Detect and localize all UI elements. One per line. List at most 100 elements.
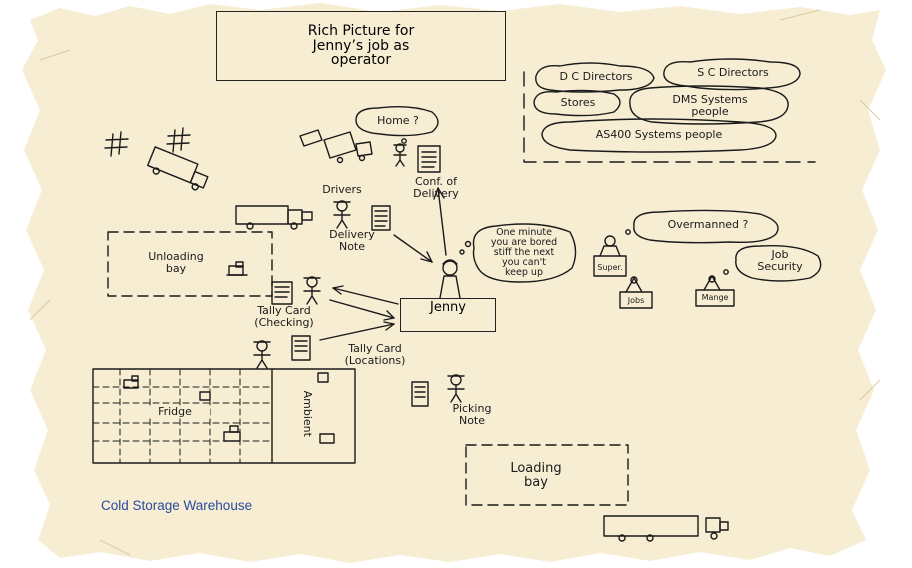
- mange-figure: [695, 275, 735, 307]
- jenny-figure: [439, 259, 461, 299]
- job-security-cloud: [735, 245, 822, 282]
- super-thought-dot: [625, 229, 631, 235]
- job-security-label: Job Security: [740, 249, 820, 272]
- dc-directors-cloud: [535, 62, 655, 93]
- ambient-label: Ambient: [300, 390, 314, 437]
- unloading-pallet-icon: [226, 261, 248, 276]
- arrow-delivery-note-to-jenny: [393, 234, 433, 263]
- unloading-bay-boundary: [107, 231, 273, 297]
- arrow-tally-check-to-jenny: [329, 299, 395, 319]
- dms-line-2: people: [691, 104, 729, 118]
- jenny-thought-cloud: [472, 223, 577, 283]
- paper-background: [22, 3, 886, 563]
- tally-loc-line-1: Tally Card: [348, 342, 402, 355]
- tally-check-line-2: (Checking): [254, 315, 314, 329]
- as400-label: AS400 Systems people: [595, 128, 723, 141]
- stores-cloud: [533, 89, 621, 117]
- jobs-figure: [619, 276, 653, 309]
- caption: Cold Storage Warehouse: [101, 498, 253, 513]
- jenny-box: [400, 298, 496, 332]
- fridge-rack-grid: [92, 368, 273, 464]
- jobs-label: Jobs: [627, 296, 645, 305]
- home-label: Home ?: [377, 114, 419, 127]
- small-truck: [299, 129, 373, 164]
- checker-figure: [303, 276, 321, 305]
- thought-bubble-dot: [401, 138, 407, 144]
- loading-bay-boundary: [465, 444, 629, 506]
- diagram-title: Rich Picture for Jenny’s job as operator: [216, 11, 506, 81]
- job-line-1: Job: [771, 248, 789, 261]
- delivery-note-label: Delivery Note: [312, 229, 392, 252]
- conf-delivery-document: [417, 145, 441, 173]
- overmanned-cloud: [633, 209, 779, 244]
- delivery-truck-diagonal: [147, 146, 209, 191]
- fridge-pallet-1: [123, 375, 139, 389]
- hash-mark-2: [166, 127, 191, 153]
- mange-label: Mange: [701, 293, 729, 302]
- fridge-label: Fridge: [140, 406, 210, 418]
- tally-loc-line-2: (Locations): [344, 353, 406, 367]
- picking-line-1: Picking: [452, 402, 492, 415]
- delivery-line-2: Note: [338, 239, 366, 253]
- paper-texture: [29, 9, 881, 556]
- arrow-jenny-to-tally-check: [332, 287, 399, 305]
- title-line-1: Rich Picture for: [307, 22, 415, 39]
- jenny-label: Jenny: [429, 300, 466, 315]
- picker-figure: [447, 374, 465, 403]
- stakeholder-boundary: [523, 71, 816, 163]
- arrow-tally-loc-to-jenny: [319, 323, 395, 341]
- thought-line-5: keep up: [505, 266, 543, 278]
- driver-figure-home: [393, 143, 407, 167]
- picking-line-2: Note: [458, 413, 486, 427]
- loading-line-1: Loading: [510, 461, 562, 476]
- job-line-2: Security: [757, 259, 803, 273]
- fridge-pallet-2: [199, 391, 211, 401]
- dms-systems-label: DMS Systems people: [636, 94, 784, 117]
- dc-directors-label: D C Directors: [559, 70, 633, 83]
- stores-label: Stores: [560, 96, 596, 109]
- tally-check-label: Tally Card (Checking): [244, 305, 324, 328]
- drivers-truck: [235, 205, 313, 230]
- tally-check-document: [271, 281, 293, 305]
- jenny-thought-text: One minute you are bored stiff the next …: [476, 228, 572, 278]
- locations-figure: [253, 340, 271, 369]
- tally-loc-document: [291, 335, 311, 361]
- thought-line-2: you are bored: [490, 236, 558, 248]
- as400-cloud: [541, 118, 777, 153]
- sc-directors-label: S C Directors: [697, 66, 769, 79]
- thought-line-3: stiff the next: [493, 246, 555, 258]
- super-label: Super.: [597, 263, 623, 272]
- drivers-label: Drivers: [322, 183, 362, 196]
- home-thought-cloud: [355, 105, 439, 137]
- ambient-pallet-2: [319, 433, 335, 444]
- picking-note-label: Picking Note: [432, 403, 512, 426]
- title-line-2: Jenny’s job as: [312, 37, 410, 54]
- thought-line-1: One minute: [496, 227, 552, 238]
- conf-line-1: Conf. of: [414, 175, 458, 188]
- hash-mark-1: [104, 131, 129, 157]
- loading-line-2: bay: [524, 474, 548, 490]
- loading-truck: [603, 515, 729, 542]
- unloading-line-2: bay: [165, 261, 187, 275]
- thought-line-4: you can't: [502, 256, 546, 268]
- tally-check-line-1: Tally Card: [257, 304, 311, 317]
- tally-loc-label: Tally Card (Locations): [330, 343, 420, 366]
- fridge-pallet-3: [223, 425, 241, 442]
- picking-note-document: [411, 381, 429, 407]
- delivery-note-document: [371, 205, 391, 231]
- unloading-bay-label: Unloading bay: [136, 251, 216, 274]
- loading-bay-label: Loading bay: [496, 462, 576, 489]
- arrow-jenny-to-conf: [437, 187, 447, 256]
- thought-dot-1: [459, 249, 465, 255]
- conf-line-2: Delivery: [413, 186, 459, 200]
- unloading-line-1: Unloading: [148, 250, 204, 263]
- title-line-3: operator: [330, 52, 392, 69]
- conf-delivery-label: Conf. of Delivery: [396, 176, 476, 199]
- warehouse-outline: [92, 368, 356, 464]
- supervisor-figure: [593, 235, 627, 277]
- delivery-line-1: Delivery: [329, 228, 375, 241]
- dms-cloud: [629, 85, 789, 125]
- job-thought-dot: [723, 269, 729, 275]
- thought-dot-2: [464, 240, 472, 248]
